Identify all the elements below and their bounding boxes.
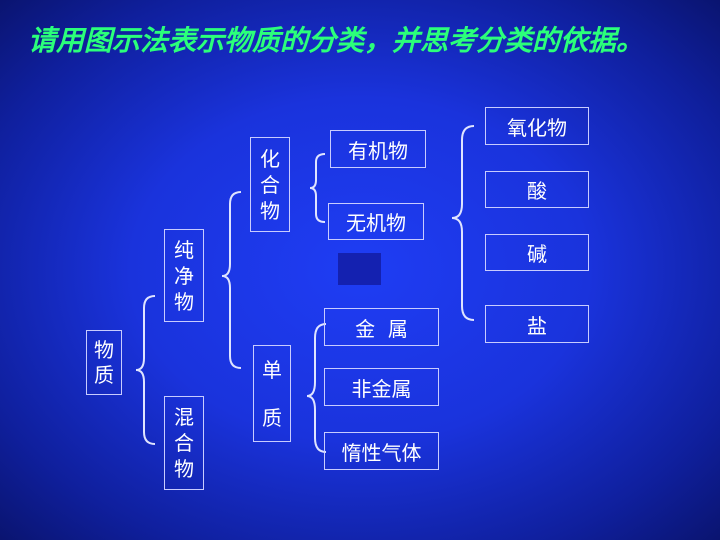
node-salt: 盐 [485,305,589,343]
node-base-label: 碱 [527,242,547,266]
node-element-label: 单质 [262,357,282,430]
node-pure-label: 纯净物 [174,237,194,314]
node-pure: 纯净物 [164,229,204,322]
node-base: 碱 [485,234,589,271]
node-nonmetal-label: 非金属 [351,376,412,401]
node-acid-label: 酸 [527,179,547,203]
page-title: 请用图示法表示物质的分类，并思考分类的依据。 [28,24,645,57]
node-inorganic: 无机物 [328,203,424,240]
decorative-block [338,253,381,285]
node-organic-label: 有机物 [348,138,408,163]
brace-pure [221,191,242,369]
node-element: 单质 [253,345,291,442]
brace-inorganic [451,125,475,321]
node-substance-label: 物质 [94,337,114,387]
node-substance: 物质 [86,330,122,395]
node-noble-gas: 惰性气体 [324,432,439,470]
node-metal: 金 属 [324,308,439,346]
node-salt-label: 盐 [527,313,547,338]
node-compound-label: 化合物 [260,146,280,223]
brace-substance [135,295,156,445]
node-compound: 化合物 [250,137,290,232]
node-metal-label: 金 属 [355,316,408,341]
node-noble-gas-label: 惰性气体 [341,440,422,465]
node-organic: 有机物 [330,130,426,168]
brace-compound [309,153,326,223]
node-mixture: 混合物 [164,396,204,490]
node-inorganic-label: 无机物 [346,211,406,235]
node-mixture-label: 混合物 [174,405,194,481]
node-oxide-label: 氧化物 [507,115,567,140]
node-acid: 酸 [485,171,589,208]
node-nonmetal: 非金属 [324,368,439,406]
node-oxide: 氧化物 [485,107,589,145]
